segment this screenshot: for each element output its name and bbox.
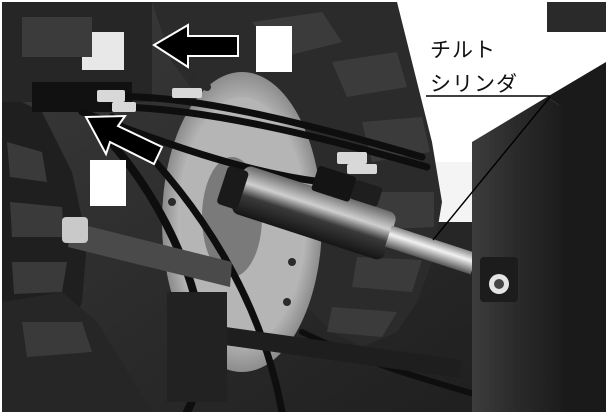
arrow-top bbox=[152, 23, 239, 69]
marker-box-left bbox=[90, 160, 126, 206]
tractor-hydraulic-photo bbox=[2, 2, 606, 412]
arrow-left bbox=[84, 114, 164, 166]
marker-box-top bbox=[256, 26, 292, 72]
photo-frame: チルト シリンダ bbox=[2, 2, 606, 412]
callout-label-line1: チルト bbox=[430, 38, 496, 62]
callout-label-line2: シリンダ bbox=[430, 72, 518, 96]
